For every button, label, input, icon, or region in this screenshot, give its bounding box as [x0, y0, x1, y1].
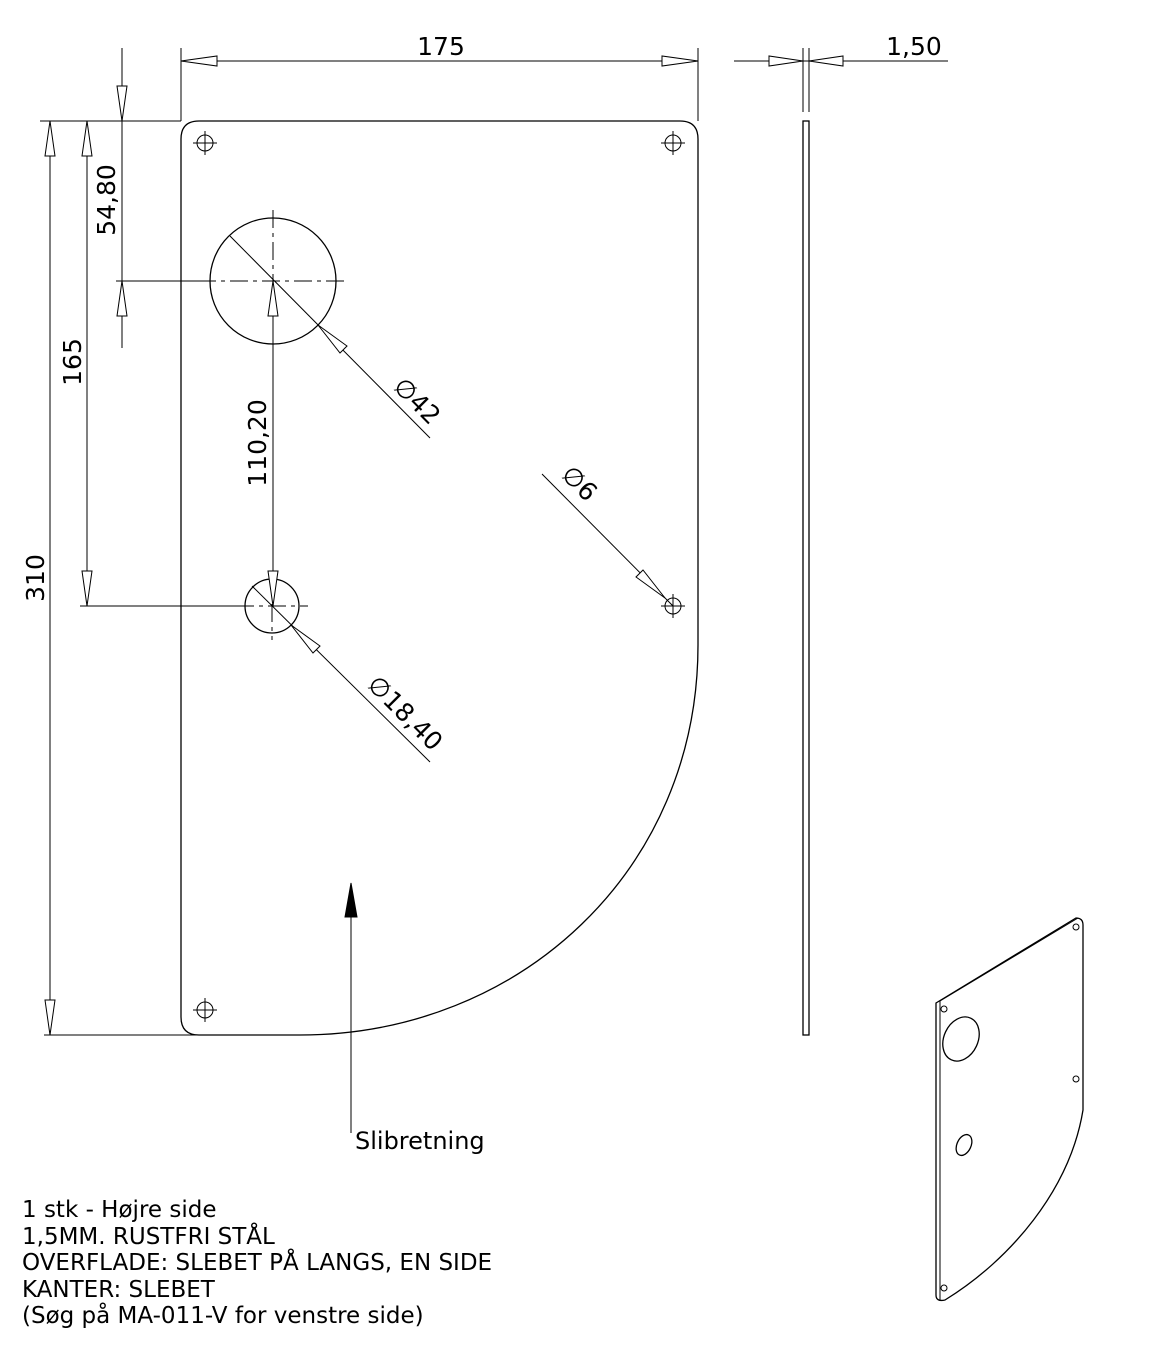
- plate-outline: [180, 120, 699, 1036]
- screw-hole-top-left: [193, 131, 217, 155]
- dim-lower-hole: 165: [58, 120, 236, 607]
- screw-hole-top-right: [661, 131, 685, 155]
- dim-lower-hole-label: 165: [58, 338, 87, 386]
- note-quantity: 1 stk - Højre side: [22, 1197, 217, 1223]
- dim-hole-spacing: 110,20: [243, 280, 279, 607]
- side-view-plate: [802, 120, 810, 1036]
- dim-thickness: 1,50: [734, 32, 948, 112]
- note-material: 1,5MM. RUSTFRI STÅL: [22, 1223, 275, 1250]
- note-edges: KANTER: SLEBET: [22, 1276, 215, 1303]
- screw-hole-bottom-left: [193, 998, 217, 1022]
- dim-top-hole: 54,80: [92, 48, 198, 348]
- dim-thickness-label: 1,50: [886, 32, 942, 61]
- note-reference: (Søg på MA-011-V for venstre side): [22, 1303, 424, 1329]
- dim-width-label: 175: [417, 32, 465, 61]
- dim-hole-spacing-label: 110,20: [243, 399, 272, 486]
- dim-top-hole-label: 54,80: [92, 164, 121, 236]
- note-surface: OVERFLADE: SLEBET PÅ LANGS, EN SIDE: [22, 1250, 493, 1276]
- dim-screw-hole-diameter: ∅ 6: [541, 460, 674, 607]
- dim-height: 310: [21, 120, 200, 1036]
- dim-height-label: 310: [21, 554, 50, 602]
- dim-small-hole-diameter: ∅ 18,40: [251, 585, 448, 763]
- notes-block: 1 stk - Højre side 1,5MM. RUSTFRI STÅL O…: [22, 1197, 492, 1330]
- dim-width: 175: [180, 32, 699, 121]
- grain-direction-label: Slibretning: [355, 1127, 485, 1155]
- grain-direction-arrow: Slibretning: [344, 882, 485, 1155]
- isometric-view: [935, 917, 1084, 1302]
